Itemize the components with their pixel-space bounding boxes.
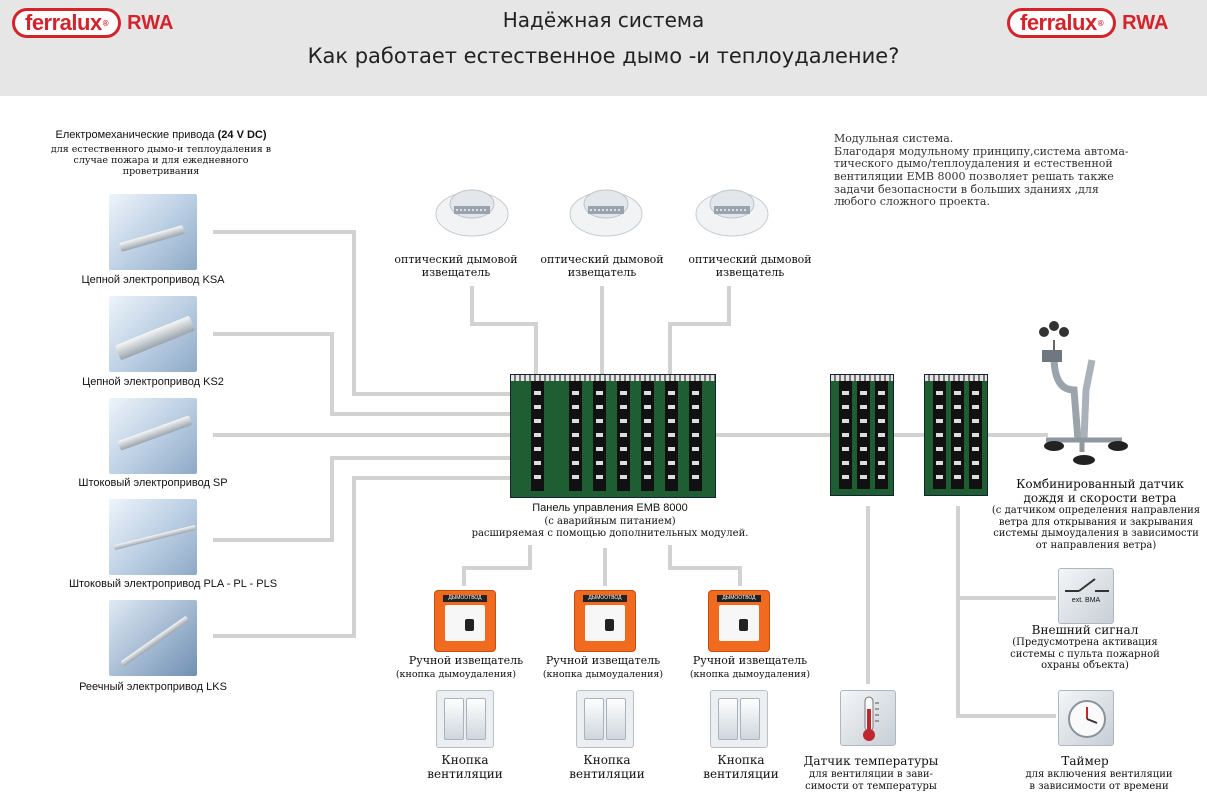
manual-call-point-note: (кнопка дымоудаления)	[395, 669, 517, 680]
weather-sensor-label: Комбинированный датчик дождя и скорости …	[1016, 477, 1184, 505]
actuator-ksa-label: Цепной электропривод KSA	[81, 274, 225, 286]
actuator-sp-label: Штоковый электропривод SP	[78, 477, 228, 489]
smoke-detector-label: оптический дымовой извещатель	[540, 253, 664, 279]
extension-module-board	[830, 374, 894, 496]
ventilation-button-label: Кнопка вентиляции	[569, 753, 645, 781]
smoke-detector-icon	[569, 189, 643, 237]
actuator-sp-image	[109, 398, 197, 474]
manual-call-point-label: Ручной извещатель	[545, 654, 661, 667]
manual-call-point-icon: ДЫМООТВОД	[708, 590, 770, 652]
brand-logo-right: ferralux® RWA	[1007, 8, 1168, 38]
timer-note: для включения вентиляции в зависимости о…	[1025, 769, 1173, 792]
external-signal-icon-text: ext. BMA	[1071, 597, 1101, 604]
temperature-sensor-label: Датчик температуры	[803, 754, 939, 768]
weather-sensor-note: (с датчиком определения направления ветр…	[991, 505, 1201, 551]
actuator-pla-label: Штоковый электропривод PLA - PL - PLS	[68, 578, 278, 590]
smoke-detector-label: оптический дымовой извещатель	[688, 253, 812, 279]
control-panel-note-2: расширяемая с помощью дополнительных мод…	[471, 528, 749, 539]
external-signal-icon: ext. BMA	[1058, 568, 1114, 624]
actuator-ksa-image	[109, 194, 197, 270]
actuators-note: для естественного дымо-и теплоудаления в…	[50, 144, 272, 177]
header-bar: ferralux® RWA ferralux® RWA Надёжная сис…	[0, 0, 1207, 96]
actuator-ks2-image	[109, 296, 197, 372]
manual-call-point-note: (кнопка дымоудаления)	[689, 669, 811, 680]
manual-call-point-icon: ДЫМООТВОД	[574, 590, 636, 652]
modular-system-note: Модульная система. Благодаря модульному …	[834, 132, 1129, 209]
actuator-lks-image	[109, 600, 197, 676]
manual-call-point-icon: ДЫМООТВОД	[434, 590, 496, 652]
actuators-heading: Електромеханические привода (24 V DC)	[55, 129, 267, 141]
external-signal-note: (Предусмотрена активация системы с пульт…	[1010, 637, 1160, 671]
control-panel-title: Панель управления EMB 8000	[532, 502, 688, 514]
manual-call-point-label: Ручной извещатель	[692, 654, 808, 667]
extension-module-board	[924, 374, 988, 496]
weather-station-icon	[1039, 321, 1128, 465]
brand-logo-left: ferralux® RWA	[12, 8, 173, 38]
page-title: Надёжная система	[502, 8, 705, 32]
external-signal-label: Внешний сигнал	[1031, 623, 1139, 637]
control-panel-note: (с аварийным питанием)	[544, 516, 676, 527]
ventilation-button-label: Кнопка вентиляции	[427, 753, 503, 781]
smoke-detector-label: оптический дымовой извещатель	[394, 253, 518, 279]
actuator-lks-label: Реечный электропривод LKS	[79, 681, 227, 693]
ventilation-button-label: Кнопка вентиляции	[703, 753, 779, 781]
manual-call-point-note: (кнопка дымоудаления)	[542, 669, 664, 680]
actuator-pla-image	[109, 499, 197, 575]
page-subtitle: Как работает естественное дымо -и теплоу…	[307, 44, 900, 68]
smoke-detector-icon	[695, 189, 769, 237]
temperature-sensor-note: для вентиляции в зави-симости от темпера…	[805, 769, 937, 792]
ventilation-switch-icon	[576, 690, 634, 748]
thermometer-icon	[840, 690, 896, 746]
ventilation-switch-icon	[436, 690, 494, 748]
manual-call-point-label: Ручной извещатель	[408, 654, 524, 667]
control-panel-board	[510, 374, 716, 498]
ventilation-switch-icon	[710, 690, 768, 748]
actuator-ks2-label: Цепной электропривод KS2	[82, 376, 224, 388]
timer-label: Таймер	[1061, 754, 1109, 768]
timer-icon	[1058, 690, 1114, 746]
smoke-detector-icon	[435, 189, 509, 237]
